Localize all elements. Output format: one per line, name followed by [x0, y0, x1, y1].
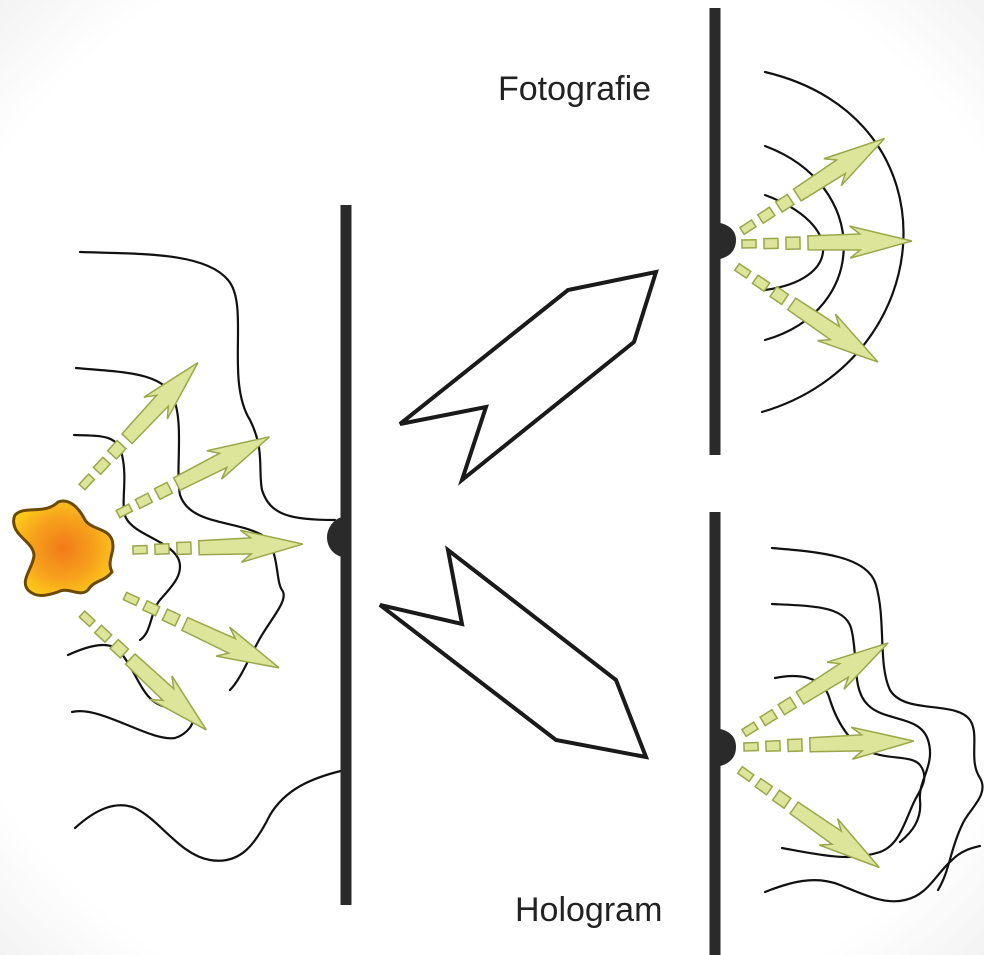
- label-hologram: Hologram: [515, 891, 662, 929]
- label-photography: Fotografie: [498, 70, 651, 108]
